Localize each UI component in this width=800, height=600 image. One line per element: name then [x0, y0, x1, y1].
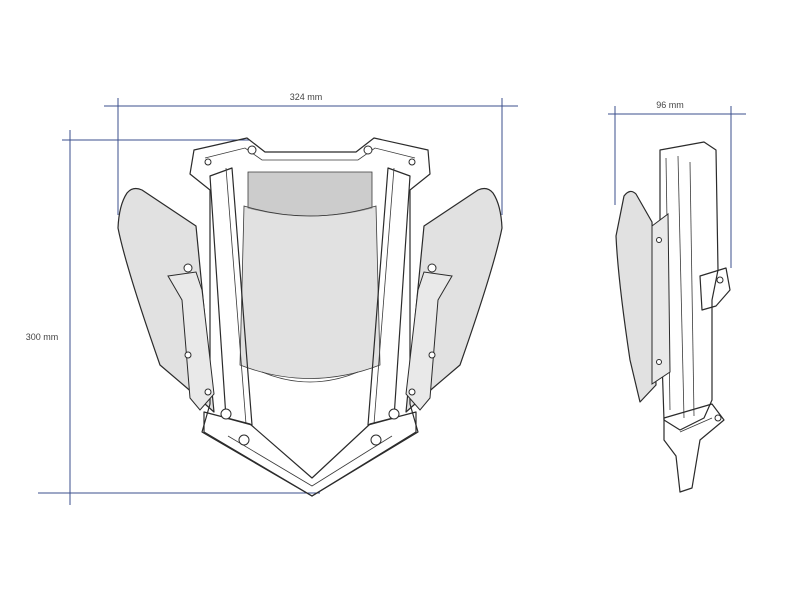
side-view [615, 141, 731, 493]
main-screen-body [189, 137, 431, 497]
upper-right-bolt [408, 158, 416, 166]
left-bracket-bolt-upper [183, 263, 193, 273]
depth-label: 96 mm [656, 100, 684, 110]
right-side-bracket [405, 271, 453, 411]
side-lower-mount-crease [679, 417, 713, 433]
lower-right-bolt-outer [388, 408, 400, 420]
left-bracket-bolt-mid [184, 351, 192, 359]
side-bracket-bolt-lower [656, 359, 662, 365]
dimension-lines: 324 mm 300 mm 96 mm [26, 92, 746, 505]
right-rail-line [373, 167, 395, 425]
right-bracket-bolt-lower [408, 388, 416, 396]
lower-fairing [203, 411, 417, 497]
lower-fairing-crease [227, 435, 393, 487]
side-screen-panel [615, 190, 657, 403]
right-bracket-bolt-upper [427, 263, 437, 273]
top-mount-plate [204, 147, 416, 161]
right-rail [367, 167, 411, 426]
left-side-bracket [167, 271, 215, 411]
height-label: 300 mm [26, 332, 59, 342]
front-view [117, 137, 503, 497]
upper-left-bolt [204, 158, 212, 166]
windshield-bottom-curve [261, 371, 359, 383]
side-lower-bolt [714, 414, 722, 422]
top-left-bolt [247, 145, 257, 155]
side-lower-mount [663, 403, 725, 493]
side-bracket-bolt-upper [656, 237, 662, 243]
side-rail-edge-3 [689, 161, 695, 417]
top-right-bolt [363, 145, 373, 155]
side-mount-rail [659, 141, 719, 431]
left-bracket-bolt-lower [204, 388, 212, 396]
left-rail-line [225, 167, 247, 425]
lower-left-bolt-outer [220, 408, 232, 420]
side-clamp-bolt [716, 276, 724, 284]
windshield-tint [247, 171, 373, 217]
lower-left-bolt-inner [238, 434, 250, 446]
right-bracket-bolt-mid [428, 351, 436, 359]
side-clamp [699, 267, 731, 311]
width-label: 324 mm [290, 92, 323, 102]
windshield-lower [239, 205, 381, 379]
lower-right-bolt-inner [370, 434, 382, 446]
side-rail-edge-2 [677, 155, 685, 419]
side-bracket [651, 213, 671, 385]
